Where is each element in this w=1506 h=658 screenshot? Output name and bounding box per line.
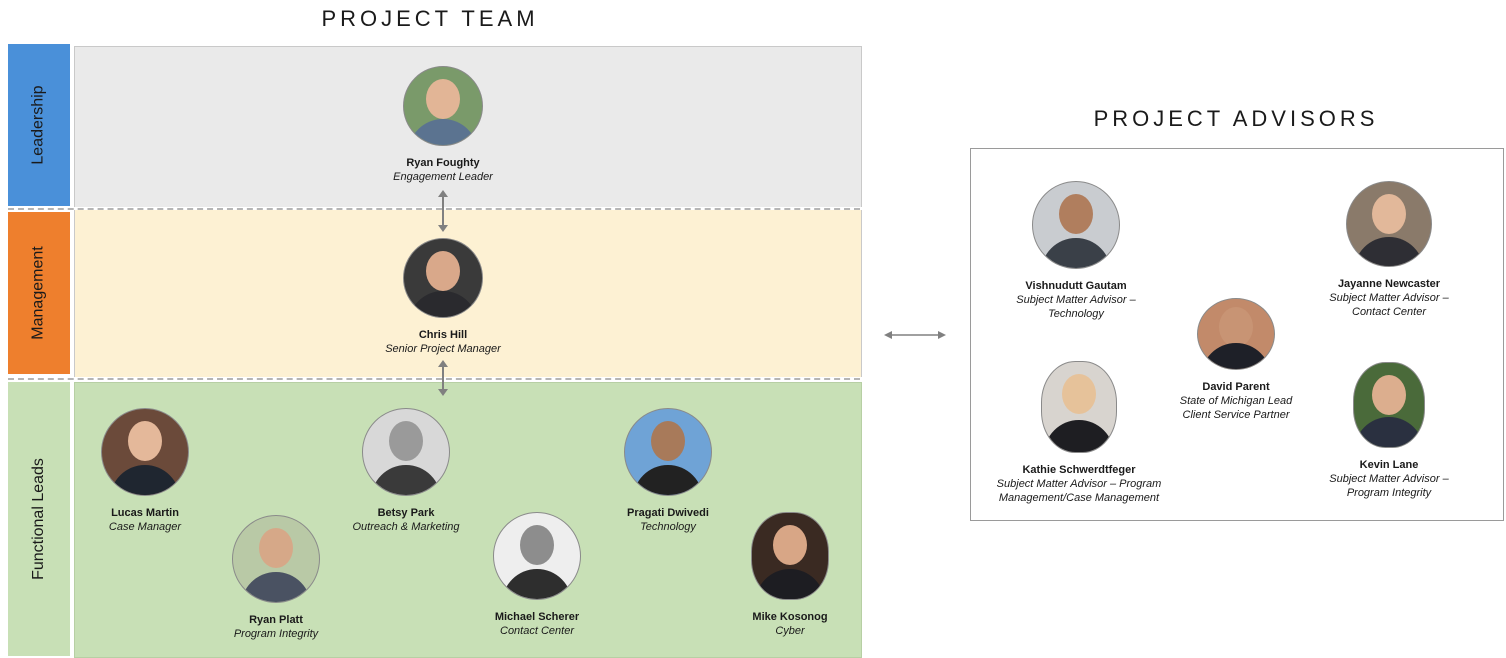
management-band-label: Management — [8, 212, 70, 374]
person-name: Ryan Foughty — [406, 157, 480, 169]
person-lucas-martin: Lucas Martin Case Manager — [45, 408, 245, 534]
person-name: Chris Hill — [418, 329, 468, 341]
functional-leads-band-label: Functional Leads — [8, 382, 70, 656]
person-role: Contact Center — [500, 625, 574, 637]
person-role: Subject Matter Advisor – — [1329, 473, 1449, 485]
person-kevin-lane: Kevin Lane Subject Matter Advisor – Prog… — [1289, 362, 1489, 500]
person-kathie-schwerdtfeger: Kathie Schwerdtfeger Subject Matter Advi… — [979, 361, 1179, 505]
person-pragati-dwivedi: Pragati Dwivedi Technology — [568, 408, 768, 534]
person-jayanne-newcaster: Jayanne Newcaster Subject Matter Advisor… — [1289, 181, 1489, 319]
person-role: Subject Matter Advisor – — [1016, 294, 1136, 306]
management-label-text: Management — [30, 246, 48, 340]
person-role: Engagement Leader — [393, 171, 493, 183]
person-role: Technology — [1048, 308, 1104, 320]
person-role: Client Service Partner — [1182, 409, 1290, 421]
leadership-management-arrow — [438, 190, 448, 232]
person-mike-kosonog: Mike Kosonog Cyber — [690, 512, 890, 638]
person-name: Michael Scherer — [494, 611, 580, 623]
project-advisors-heading: PROJECT ADVISORS — [1093, 106, 1379, 131]
person-role: Senior Project Manager — [385, 343, 501, 355]
avatar — [493, 512, 581, 600]
person-betsy-park: Betsy Park Outreach & Marketing — [306, 408, 506, 534]
person-name: Lucas Martin — [111, 507, 179, 519]
avatar — [1346, 181, 1432, 267]
person-name: Kathie Schwerdtfeger — [1022, 464, 1136, 476]
management-functional-arrow — [438, 360, 448, 396]
person-name: Kevin Lane — [1359, 459, 1419, 471]
leadership-management-divider — [8, 208, 860, 210]
person-role: Case Manager — [108, 521, 182, 533]
avatar — [1032, 181, 1120, 269]
avatar — [1197, 298, 1275, 370]
avatar — [751, 512, 829, 600]
person-role: Program Integrity — [1346, 487, 1432, 499]
avatar — [403, 238, 483, 318]
avatar — [403, 66, 483, 146]
functional-leads-band — [74, 382, 862, 658]
person-ryan-foughty: Ryan Foughty Engagement Leader — [343, 66, 543, 184]
project-team-heading: PROJECT TEAM — [321, 6, 539, 31]
person-chris-hill: Chris Hill Senior Project Manager — [343, 238, 543, 356]
avatar — [1041, 361, 1117, 453]
person-name: Jayanne Newcaster — [1337, 278, 1441, 290]
person-ryan-platt: Ryan Platt Program Integrity — [176, 515, 376, 641]
management-functional-divider — [8, 378, 860, 380]
person-name: Betsy Park — [377, 507, 435, 519]
team-advisors-arrow — [884, 331, 946, 339]
person-name: Vishnudutt Gautam — [1025, 280, 1127, 292]
avatar — [362, 408, 450, 496]
person-name: David Parent — [1202, 381, 1270, 393]
avatar — [1353, 362, 1425, 448]
person-role: Cyber — [775, 625, 805, 637]
person-name: Mike Kosonog — [752, 611, 828, 623]
person-vishnudutt-gautam: Vishnudutt Gautam Subject Matter Advisor… — [976, 181, 1176, 321]
person-role: Subject Matter Advisor – Program — [996, 478, 1162, 490]
avatar — [232, 515, 320, 603]
leadership-band-label: Leadership — [8, 44, 70, 206]
person-role: State of Michigan Lead — [1179, 395, 1293, 407]
person-role: Technology — [640, 521, 696, 533]
person-michael-scherer: Michael Scherer Contact Center — [437, 512, 637, 638]
person-role: Subject Matter Advisor – — [1329, 292, 1449, 304]
avatar — [101, 408, 189, 496]
person-name: Ryan Platt — [249, 614, 303, 626]
person-david-parent: David Parent State of Michigan Lead Clie… — [1136, 298, 1336, 422]
person-role: Contact Center — [1352, 306, 1426, 318]
leadership-label-text: Leadership — [30, 85, 48, 165]
person-role: Program Integrity — [233, 628, 319, 640]
person-role: Outreach & Marketing — [352, 521, 460, 533]
person-name: Pragati Dwivedi — [627, 507, 709, 519]
person-role: Management/Case Management — [998, 492, 1160, 504]
avatar — [624, 408, 712, 496]
